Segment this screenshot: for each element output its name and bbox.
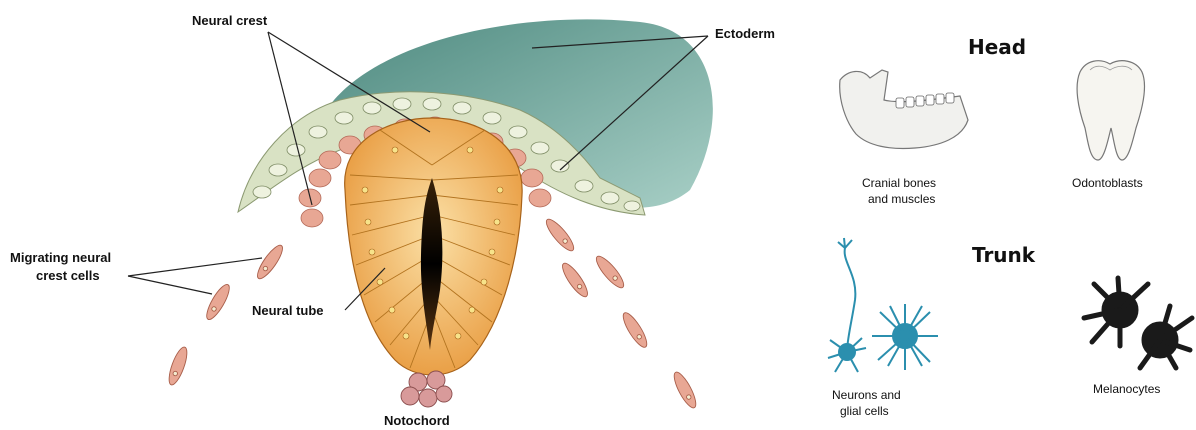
- head-title: Head: [968, 35, 1026, 59]
- label-migrating-line1: Migrating neural: [10, 250, 111, 265]
- label-notochord: Notochord: [384, 413, 450, 428]
- label-ectoderm: Ectoderm: [715, 26, 775, 41]
- label-neural-crest: Neural crest: [192, 13, 268, 28]
- trunk-item-2-line1: Melanocytes: [1093, 382, 1160, 396]
- head-item-2-line1: Odontoblasts: [1072, 176, 1143, 190]
- jawbone-icon: [840, 70, 968, 148]
- melanocyte-icon: [1084, 278, 1192, 368]
- tooth-icon: [1077, 61, 1144, 160]
- trunk-title: Trunk: [972, 243, 1036, 267]
- trunk-item-1-line2: glial cells: [840, 404, 889, 418]
- trunk-item-1-line1: Neurons and: [832, 388, 901, 402]
- head-item-1-line1: Cranial bones: [862, 176, 936, 190]
- neural-tube: [345, 118, 522, 375]
- notochord: [401, 371, 452, 407]
- label-migrating-line2: crest cells: [36, 268, 100, 283]
- head-item-1-line2: and muscles: [868, 192, 935, 206]
- neuron-icon: [828, 238, 938, 372]
- label-neural-tube: Neural tube: [252, 303, 324, 318]
